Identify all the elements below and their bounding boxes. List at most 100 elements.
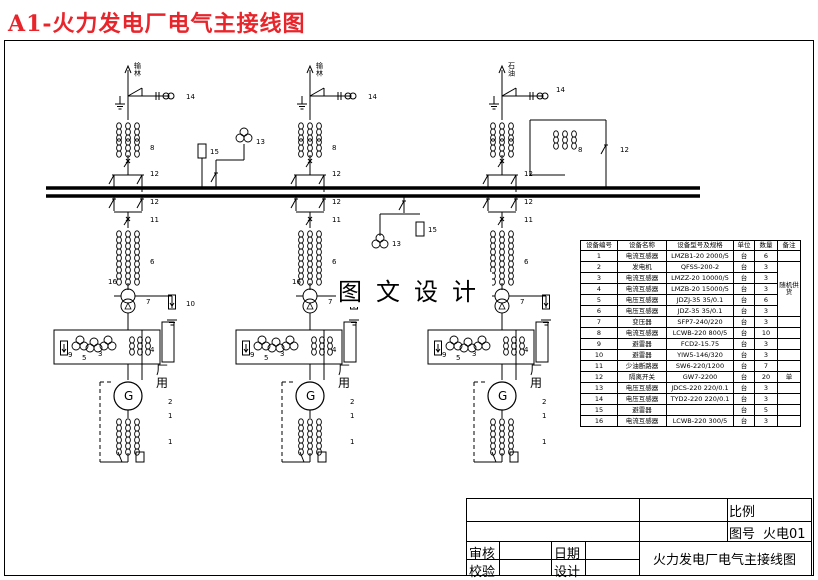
equipment-cell: 电压互感器 — [617, 382, 667, 394]
station-label-mid: 厂用 — [338, 363, 350, 390]
equipment-cell: 3 — [754, 305, 778, 317]
generator-unit-middle — [236, 66, 359, 462]
header-no: 设备编号 — [580, 240, 618, 251]
label-14-left: 14 — [186, 93, 195, 101]
label-14-right: 14 — [556, 86, 565, 94]
label-13-left: 13 — [256, 138, 265, 146]
equipment-cell: 台 — [733, 349, 755, 361]
equipment-cell: 15 — [580, 404, 618, 416]
equipment-cell: JDZJ-35 35/0.1 — [666, 294, 734, 306]
equipment-cell: 台 — [733, 294, 755, 306]
equipment-cell: SFP7-240/220 — [666, 316, 734, 328]
equipment-cell: 避雷器 — [617, 349, 667, 361]
label-10-left: 10 — [186, 300, 195, 308]
gen-label-mid: G — [306, 389, 315, 403]
equipment-cell: 单 — [777, 371, 801, 383]
equipment-cell: 16 — [580, 415, 618, 427]
equipment-cell: 台 — [733, 415, 755, 427]
equipment-cell: 台 — [733, 393, 755, 405]
label-12a-right: 12 — [524, 170, 533, 178]
label-1b-right: 1 — [542, 438, 546, 446]
equipment-cell: 5 — [754, 404, 778, 416]
equipment-cell: 6 — [580, 305, 618, 317]
line-label-right: 石油 — [508, 62, 515, 78]
label-1b-left: 1 — [168, 438, 172, 446]
equipment-cell: JDZ-35 35/0.1 — [666, 305, 734, 317]
label-12b-mid: 12 — [332, 198, 341, 206]
equipment-cell: 电压互感器 — [617, 294, 667, 306]
header-model: 设备型号及规格 — [666, 240, 734, 251]
equipment-cell: 6 — [754, 250, 778, 262]
equipment-cell — [777, 415, 801, 427]
equipment-cell: 7 — [754, 360, 778, 372]
equipment-table-header: 设备编号 设备名称 设备型号及规格 单位 数量 备注 — [580, 240, 801, 251]
label-15-left: 15 — [210, 148, 219, 156]
label-5-right: 5 — [456, 354, 460, 362]
label-8-mid: 8 — [332, 144, 336, 152]
equipment-cell: 发电机 — [617, 261, 667, 273]
label-6-mid: 6 — [332, 258, 337, 266]
equipment-cell: 台 — [733, 283, 755, 295]
date-label: 日期 — [554, 547, 581, 562]
equipment-cell: 5 — [580, 294, 618, 306]
label-9-mid: 9 — [250, 351, 254, 359]
equipment-cell: 台 — [733, 305, 755, 317]
label-12b-right: 12 — [524, 198, 533, 206]
equipment-cell: LMZB-20 15000/5 — [666, 283, 734, 295]
equipment-cell: 9 — [580, 338, 618, 350]
label-12c-right: 12 — [620, 146, 629, 154]
header-qty: 数量 — [754, 240, 778, 251]
label-6-right: 6 — [524, 258, 529, 266]
equipment-cell — [666, 404, 734, 416]
label-5-mid: 5 — [264, 354, 268, 362]
equipment-cell: 3 — [754, 272, 778, 284]
equipment-cell: 台 — [733, 316, 755, 328]
label-4-left: 4 — [150, 346, 155, 354]
label-2-mid: 2 — [350, 398, 354, 406]
equipment-cell: 3 — [754, 338, 778, 350]
equipment-cell: GW7-2200 — [666, 371, 734, 383]
label-8-right: 8 — [578, 146, 582, 154]
header-remark: 备注 — [777, 240, 801, 251]
label-7-mid: 7 — [328, 298, 332, 306]
label-16-mid: 16 — [292, 278, 301, 286]
equipment-cell: 8 — [580, 327, 618, 339]
drawing-title: 火力发电厂电气主接线图 — [653, 553, 797, 568]
equipment-cell — [777, 393, 801, 405]
equipment-cell: 电压互感器 — [617, 393, 667, 405]
drawing-frame — [4, 40, 814, 576]
label-13-mid: 13 — [392, 240, 401, 248]
header-name: 设备名称 — [617, 240, 667, 251]
equipment-cell: 3 — [754, 393, 778, 405]
drawing-no-label: 图号 — [729, 527, 756, 542]
equipment-cell: 避雷器 — [617, 338, 667, 350]
page-title: A1-火力发电厂电气主接线图 — [8, 11, 306, 37]
equipment-cell: 3 — [754, 316, 778, 328]
equipment-cell — [777, 338, 801, 350]
label-4-mid: 4 — [332, 346, 337, 354]
equipment-cell: 电流互感器 — [617, 415, 667, 427]
label-3-left: 3 — [98, 350, 102, 358]
label-2-right: 2 — [542, 398, 546, 406]
equipment-cell — [777, 327, 801, 339]
equipment-cell: 3 — [754, 261, 778, 273]
label-1a-right: 1 — [542, 412, 546, 420]
remark-merged-cell: 随机供货 — [777, 261, 801, 317]
equipment-cell: 1 — [580, 250, 618, 262]
label-15-mid: 15 — [428, 226, 437, 234]
equipment-cell: LMZZ-20 10000/5 — [666, 272, 734, 284]
equipment-cell: 6 — [754, 294, 778, 306]
equipment-cell: 13 — [580, 382, 618, 394]
label-9-left: 9 — [68, 351, 72, 359]
equipment-cell: LCWB-220 800/5 — [666, 327, 734, 339]
